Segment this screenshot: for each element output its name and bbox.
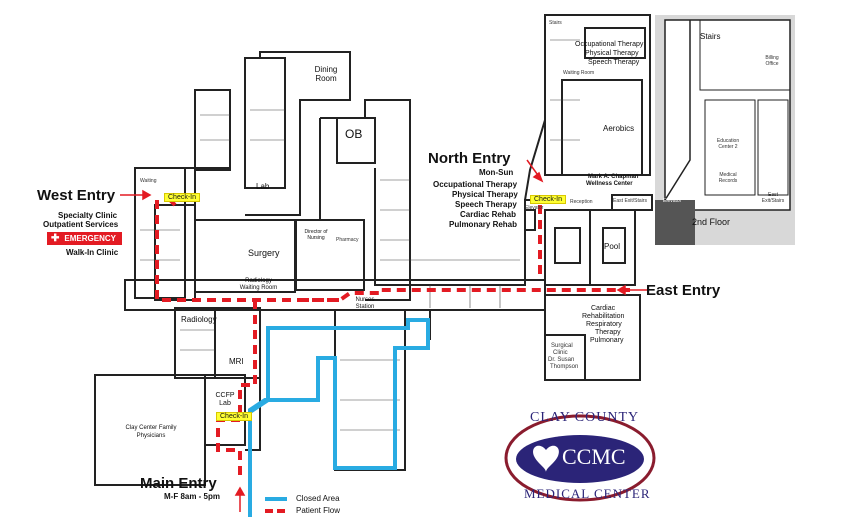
radiology-label: Radiology [181,315,217,324]
wellness-line-2: Wellness Center [586,181,633,187]
stairs-label: Stairs [549,20,562,26]
therapy-line-3: Speech Therapy [588,59,640,66]
surgical-line-3: Dr. Susan [548,357,575,363]
waiting-room-label: Waiting Room [563,70,595,76]
second-floor-label: 2nd Floor [692,217,731,227]
north-entry-title: North Entry [428,150,511,167]
director-nursing-label: Director of Nursing [304,229,328,241]
north-service-2: Physical Therapy [452,190,518,199]
waiting-label: Waiting [140,178,157,184]
radiology-waiting-label: Radiology Waiting Room [239,278,278,291]
therapy-line-2: Physical Therapy [585,50,639,57]
entry-arrows [120,159,648,512]
logo-top-text: CLAY COUNTY [530,410,640,425]
elevator-label: Elevator [525,205,544,211]
checkin-west: Check-In [164,193,201,202]
west-entry-line-1: Specialty Clinic [58,211,118,220]
main-entry-hours: M-F 8am - 5pm [164,492,221,501]
north-service-5: Pulmonary Rehab [449,220,518,229]
checkin-main: Check-In [216,412,253,421]
second-floor-inset [655,15,795,245]
building-walls [94,14,653,486]
surgery-label: Surgery [248,248,280,258]
cardiac-line-1: Cardiac [591,305,616,312]
pool-label: Pool [604,242,621,251]
legend-flow-swatch [265,509,287,513]
ccmc-logo: CLAY COUNTY CCMC MEDICAL CENTER [500,408,660,508]
emergency-badge: ✚ EMERGENCY [47,232,122,245]
reception-label: Reception [570,199,593,205]
surgical-line-4: Thompson [550,364,579,370]
logo-mid-text: CCMC [562,444,626,469]
main-entry-title: Main Entry [140,475,217,492]
education-center-label: Education Center 2 [716,138,740,150]
closed-area-outline [248,318,430,517]
dining-room-label: Dining Room [314,65,338,83]
west-entry-line-2: Outpatient Services [43,220,119,229]
checkin-north: Check-In [530,195,567,204]
second-floor-elevator: Elevator [663,198,682,204]
cardiac-line-4: Therapy [595,329,621,336]
north-service-1: Occupational Therapy [433,180,518,189]
wellness-line-1: Mark A. Chapman [588,174,639,180]
clay-center-label: Clay Center Family Physicians [125,425,177,439]
logo-emblem [504,414,656,502]
nurses-station-label: Nurses Station [355,297,375,310]
north-entry-hours: Mon-Sun [479,168,514,177]
north-service-3: Speech Therapy [455,200,517,209]
mri-label: MRI [229,357,244,366]
legend-flow-label: Patient Flow [296,506,341,515]
second-floor-east-exit: East Exit/Stairs [761,192,785,204]
ob-label: OB [345,127,363,141]
east-entry-title: East Entry [646,282,721,299]
logo-bottom-text: MEDICAL CENTER [524,486,651,501]
cross-icon: ✚ [51,233,60,244]
lab-label: Lab [256,182,270,191]
pharmacy-label: Pharmacy [336,237,359,243]
legend-closed-label: Closed Area [296,494,340,503]
cardiac-line-5: Pulmonary [590,337,624,344]
billing-office-label: Billing Office [765,55,779,67]
legend-closed-swatch [265,497,287,501]
surgical-line-2: Clinic [553,350,568,356]
east-exit-label: East Exit/Stairs [613,198,647,204]
therapy-line-1: Occupational Therapy [575,41,644,48]
surgical-line-1: Surgical [551,343,573,349]
medical-records-label: Medical Records [718,172,738,184]
cardiac-line-2: Rehabilitation [582,313,625,320]
cardiac-line-3: Respiratory [586,321,622,328]
north-service-4: Cardiac Rehab [460,210,517,219]
second-floor-stairs: Stairs [700,32,721,41]
west-entry-title: West Entry [37,187,116,204]
aerobics-label: Aerobics [603,124,635,133]
ccfp-lab-label: CCFP Lab [215,392,235,407]
interior-walls [140,39,580,431]
walkin-clinic-label: Walk-In Clinic [66,248,119,257]
emergency-label: EMERGENCY [64,234,116,243]
